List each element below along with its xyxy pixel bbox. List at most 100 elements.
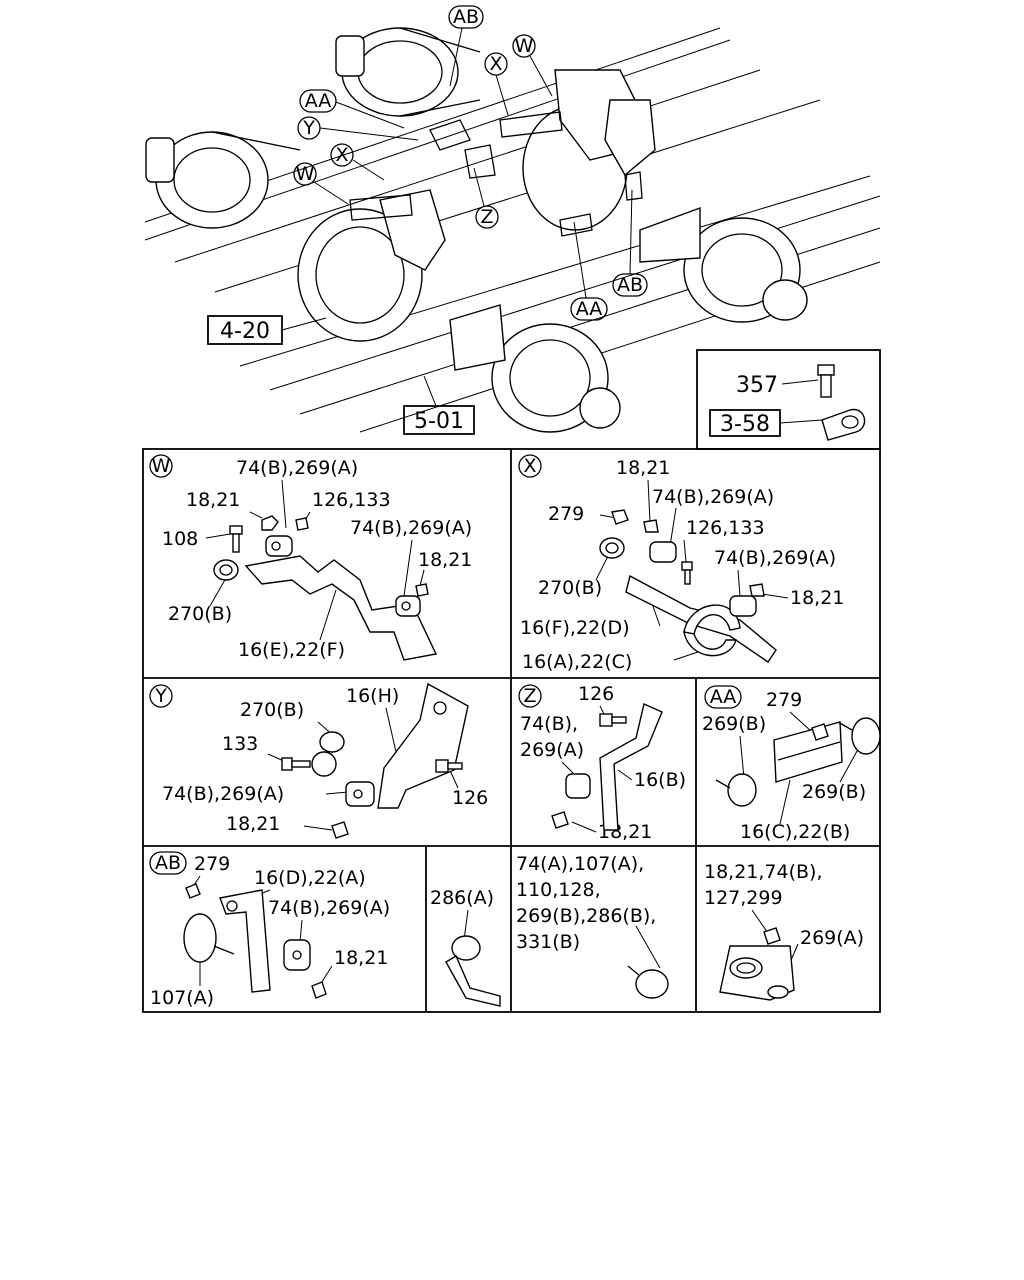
nut-icon	[261, 515, 429, 597]
bushing-270b-x-icon	[599, 537, 625, 559]
bushing-270b-icon	[213, 559, 239, 581]
nut-mount-icon	[763, 927, 781, 945]
callout-z-mid: Z	[473, 167, 499, 229]
inset-3-58-panel: 357 3-58	[696, 349, 881, 450]
panel-aa: AA 279 269(B) 269(B) 16(C),22(B)	[702, 685, 881, 843]
rubber-mount-icon	[719, 945, 795, 1001]
panel-x-l3: 279	[548, 503, 584, 525]
panel-z-l4: 16(B)	[634, 769, 686, 791]
panel-mount-l3: 269(A)	[800, 927, 864, 949]
panel-w-l6: 18,21	[418, 549, 472, 571]
bolt-126-x-icon	[681, 561, 693, 585]
callout-aa-left: AA	[299, 89, 405, 129]
panel-x-l7: 18,21	[790, 587, 844, 609]
panel-z: Z 126 74(B), 269(A) 16(B) 18,21	[518, 683, 686, 843]
callout-x-left: X	[330, 143, 385, 181]
differential-housing	[297, 189, 446, 342]
panel-aa-l2: 269(B)	[702, 713, 766, 735]
panel-x-l4: 126,133	[686, 517, 765, 539]
panel-w-l7: 270(B)	[168, 603, 232, 625]
panel-y-l2: 270(B)	[240, 699, 304, 721]
panel-clamp-l2: 110,128,	[516, 879, 601, 901]
panel-z-l3: 269(A)	[520, 739, 584, 761]
band-269b-right-icon	[837, 717, 881, 755]
callout-aa-bottom-label: AA	[576, 298, 603, 320]
hub-left	[145, 131, 301, 229]
panel-ab-tag: AB	[155, 852, 181, 874]
clip-3-58-icon	[821, 408, 866, 441]
bolt-357-icon	[817, 364, 835, 398]
panel-w-l8: 16(E),22(F)	[238, 639, 345, 661]
panel-x-l2: 74(B),269(A)	[652, 486, 774, 508]
band-107a-icon	[183, 913, 235, 963]
panel-x-l6: 270(B)	[538, 577, 602, 599]
panel-mount-l2: 127,299	[704, 887, 783, 909]
panel-aa-l1: 279	[766, 689, 802, 711]
panel-w-l1: 74(B),269(A)	[236, 457, 358, 479]
panel-clamp: 74(A),107(A), 110,128, 269(B),286(B), 33…	[516, 853, 669, 999]
clamp-74b-y-icon	[345, 781, 375, 807]
nut-aa-icon	[811, 723, 829, 741]
band-269b-left-icon	[715, 773, 757, 807]
callout-ab-right: AB	[612, 189, 648, 297]
inset-bolt-label: 357	[736, 373, 778, 398]
panel-aa-l4: 16(C),22(B)	[740, 821, 850, 843]
panel-w-l2: 18,21	[186, 489, 240, 511]
nut-y-icon	[331, 821, 349, 839]
panel-aa-l3: 269(B)	[802, 781, 866, 803]
callout-x-top-label: X	[489, 53, 502, 75]
detail-grid	[142, 448, 881, 1013]
panel-z-l1: 126	[578, 683, 614, 705]
hub-right	[639, 206, 808, 323]
ref-5-01-label: 5-01	[414, 409, 464, 434]
clamp-74b-ab-icon	[283, 939, 311, 971]
nut-z-icon	[551, 811, 569, 829]
panel-ab-l4: 18,21	[334, 947, 388, 969]
bolt-126-y-icon	[435, 759, 463, 773]
clamp-74b-icon	[265, 535, 293, 557]
panel-x-l9: 16(A),22(C)	[522, 651, 632, 673]
callout-aa-bottom: AA	[570, 221, 608, 321]
bracket-16h-icon	[377, 682, 469, 809]
callout-w-left-label: W	[296, 163, 315, 185]
panel-y-l3: 133	[222, 733, 258, 755]
axle-assembly-drawing	[144, 27, 881, 433]
panel-clamp-l4: 331(B)	[516, 931, 580, 953]
callout-aa-left-label: AA	[305, 90, 332, 112]
clip-286a-icon	[445, 935, 501, 1007]
callout-w-top-label: W	[515, 35, 534, 57]
bracket-16b-icon	[599, 703, 663, 831]
band-16a-icon	[683, 604, 741, 657]
inset-ref-label: 3-58	[720, 412, 770, 437]
panel-x-l1: 18,21	[616, 457, 670, 479]
panel-y-l1: 16(H)	[346, 685, 399, 707]
callout-x-left-label: X	[335, 144, 348, 166]
clamp-74b-right-icon	[395, 595, 421, 617]
callout-ab-right-label: AB	[617, 274, 643, 296]
callout-z-mid-label: Z	[480, 206, 493, 228]
hose-clamp-icon	[627, 965, 669, 999]
callout-ab-top-label: AB	[453, 6, 479, 28]
nut-ab-icon	[185, 883, 327, 999]
panel-x-tag: X	[523, 455, 536, 477]
panel-y-l5: 126	[452, 787, 488, 809]
clamp-74b-z-icon	[565, 773, 591, 799]
hub-bottom	[449, 304, 621, 433]
clamp-74b-x-icon	[649, 541, 757, 617]
panel-y-l4: 74(B),269(A)	[162, 783, 284, 805]
panel-mount-l1: 18,21,74(B),	[704, 861, 823, 883]
callout-ab-top: AB	[448, 5, 484, 87]
bushing-270b-y-icon	[311, 731, 345, 777]
panel-z-l2: 74(B),	[520, 713, 578, 735]
bolt-133-y-icon	[281, 757, 311, 771]
panel-w-l5: 108	[162, 528, 198, 550]
callout-y-left-label: Y	[302, 117, 315, 139]
hub-top-left	[335, 27, 481, 117]
panel-x-l5: 74(B),269(A)	[714, 547, 836, 569]
panel-x: X 18,21 74(B),269(A) 279 126,133 74(B),2…	[518, 454, 844, 673]
panel-w-l4: 74(B),269(A)	[350, 517, 472, 539]
ref-box-5-01: 5-01	[403, 375, 475, 435]
nut-x-icon	[611, 509, 765, 597]
panel-w: W 74(B),269(A) 18,21 126,133 74(B),269(A…	[149, 454, 472, 661]
